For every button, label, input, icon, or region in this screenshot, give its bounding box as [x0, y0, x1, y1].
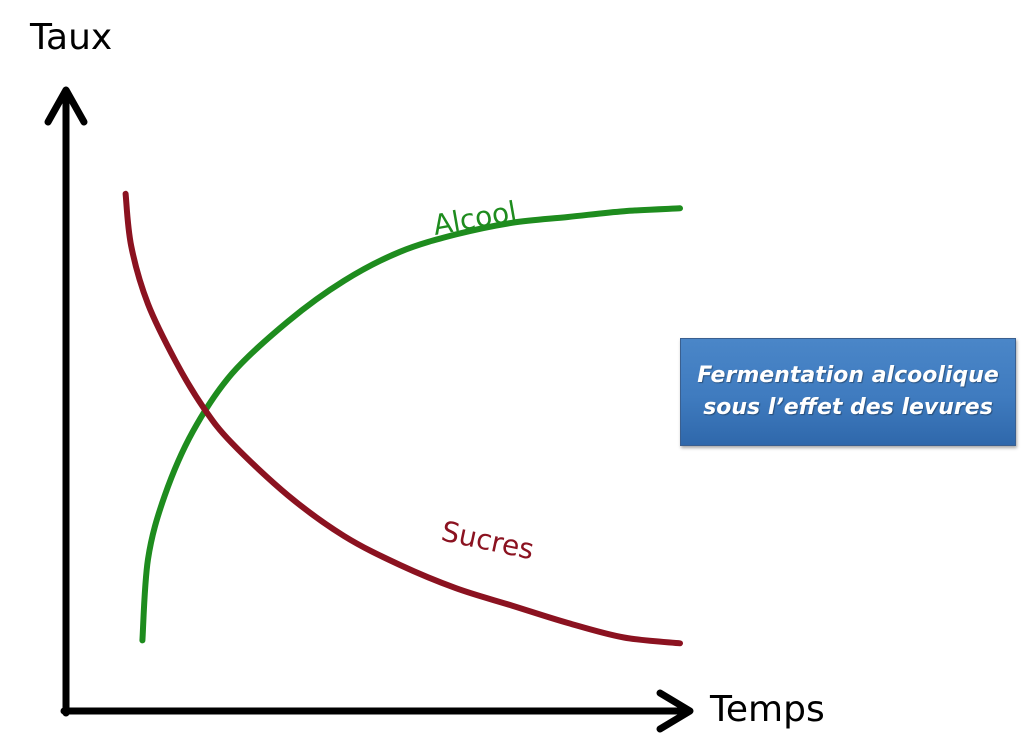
series-label-alcool: Alcool [430, 195, 519, 242]
series-line-sucres [122, 190, 683, 647]
axes [44, 86, 694, 733]
callout-line-2: sous l’effet des levures [703, 395, 993, 420]
y-axis-label: Taux [30, 17, 113, 58]
callout-line-1: Fermentation alcoolique [697, 363, 999, 388]
x-axis-label: Temps [710, 689, 825, 730]
y-axis-arrowhead [44, 86, 88, 126]
series-line-alcool [139, 205, 683, 644]
x-axis-arrowhead [656, 689, 694, 733]
series-label-sucres: Sucres [439, 515, 537, 567]
info-callout: Fermentation alcoolique sous l’effet des… [680, 338, 1016, 446]
